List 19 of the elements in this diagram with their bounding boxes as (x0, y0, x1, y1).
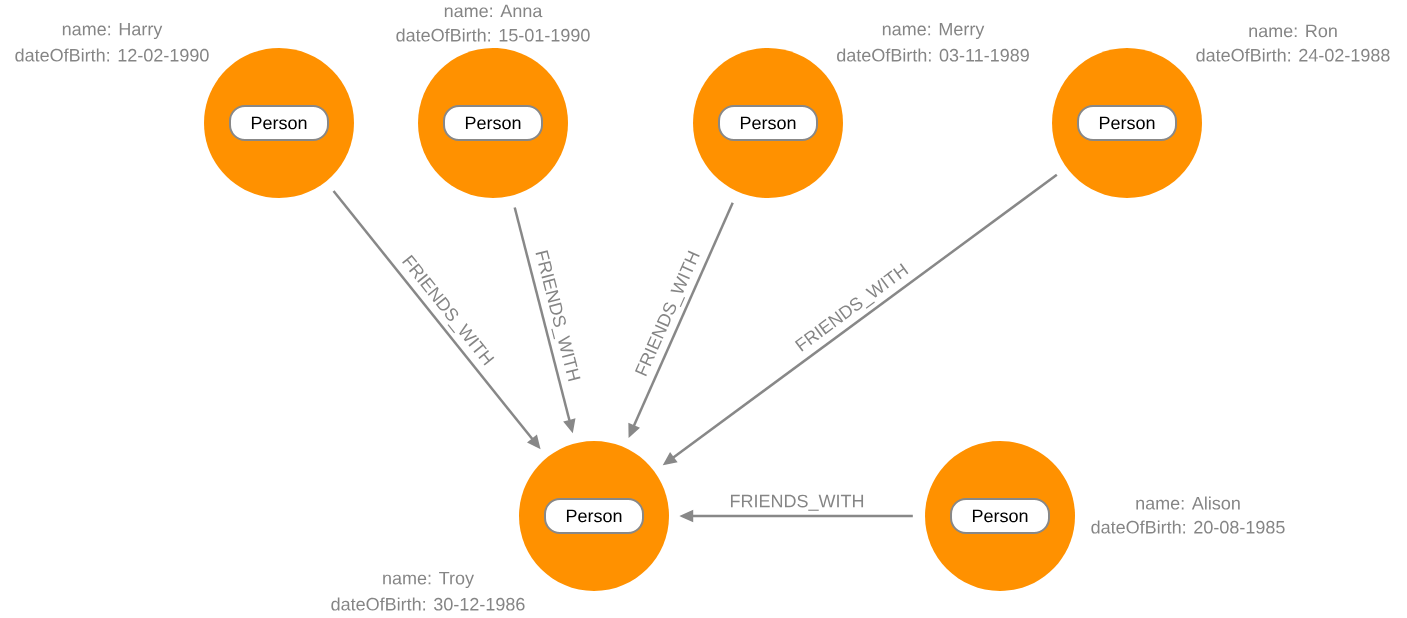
label-pill: Person (443, 105, 543, 141)
label-pill: Person (1077, 105, 1177, 141)
property-text: name: Troy (383, 571, 474, 589)
property-text: dateOfBirth: 03-11-1989 (837, 48, 1029, 62)
property-text: dateOfBirth: 20-08-1985 (1091, 520, 1285, 534)
property-text: name: Merry (882, 22, 985, 40)
label-pill: Person (229, 105, 329, 141)
property-text: name: Anna (444, 4, 543, 18)
edge-label: FRIENDS_WITH (731, 494, 864, 511)
label-pill: Person (718, 105, 818, 141)
label-pill: Person (950, 498, 1050, 534)
property-text: dateOfBirth: 30-12-1986 (331, 597, 525, 611)
property-text: name: Ron (1249, 24, 1337, 38)
property-text: name: Alison (1136, 496, 1240, 510)
property-text: dateOfBirth: 12-02-1990 (15, 48, 209, 62)
property-text: dateOfBirth: 15-01-1990 (396, 28, 590, 42)
property-text: name: Harry (62, 22, 163, 40)
property-text: dateOfBirth: 24-02-1988 (1196, 48, 1390, 62)
label-pill: Person (544, 498, 644, 534)
